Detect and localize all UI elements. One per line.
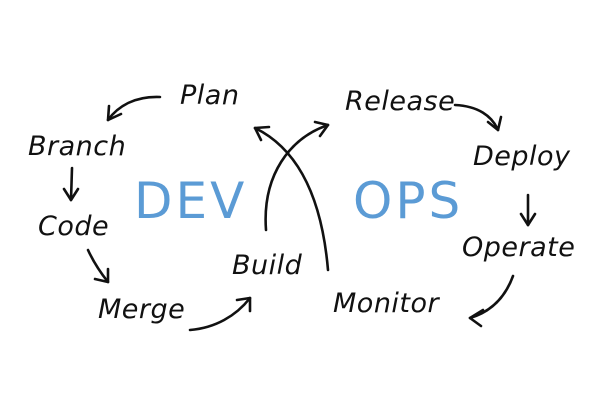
arrow-merge-to-build xyxy=(188,296,252,332)
stage-monitor: Monitor xyxy=(333,288,440,319)
arrow-monitor-to-plan xyxy=(253,126,330,272)
ops-heading: OPS xyxy=(353,172,464,230)
arrowhead-operate-to-monitor xyxy=(468,308,485,328)
arrowhead-monitor-to-plan xyxy=(253,125,271,142)
arrowhead-plan-to-branch xyxy=(106,104,123,122)
stage-plan: Plan xyxy=(180,80,240,111)
arrow-release-to-deploy xyxy=(453,103,500,132)
stage-code: Code xyxy=(38,211,110,242)
arrow-plan-to-branch xyxy=(106,95,162,122)
arrow-code-to-merge xyxy=(86,248,110,284)
arrowhead-deploy-to-operate xyxy=(519,212,537,227)
stage-build: Build xyxy=(232,250,303,281)
arrow-branch-to-code xyxy=(69,166,74,202)
stage-deploy: Deploy xyxy=(473,141,571,172)
stage-operate: Operate xyxy=(462,232,576,263)
arrowhead-build-to-release xyxy=(313,120,330,138)
stage-branch: Branch xyxy=(28,131,127,162)
arrowhead-code-to-merge xyxy=(93,267,110,284)
stage-release: Release xyxy=(345,86,456,117)
arrowhead-merge-to-build xyxy=(235,296,252,313)
dev-heading: DEV xyxy=(134,172,248,230)
arrow-operate-to-monitor xyxy=(468,274,515,320)
stage-merge: Merge xyxy=(98,294,186,325)
arrow-build-to-release xyxy=(264,123,330,232)
arrowhead-branch-to-code xyxy=(62,187,80,202)
arrowhead-release-to-deploy xyxy=(486,115,503,132)
